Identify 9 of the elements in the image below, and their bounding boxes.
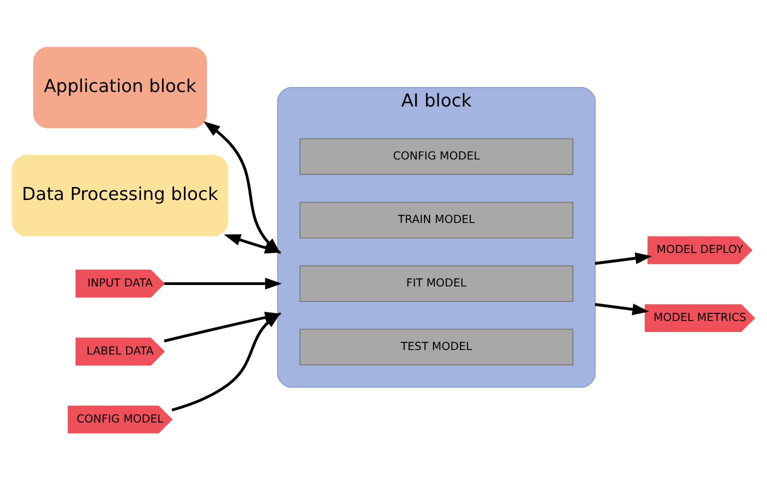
arrow — [164, 278, 282, 290]
node-box: TEST MODEL — [299, 328, 574, 366]
node-box: CONFIG MODEL — [299, 138, 574, 175]
node-box: TRAIN MODEL — [299, 202, 574, 238]
arrow — [594, 303, 650, 316]
arrow — [594, 252, 652, 265]
node-box: FIT MODEL — [299, 265, 574, 302]
node-box: Data Processing block — [12, 154, 228, 236]
node-box: Application block — [33, 46, 207, 128]
